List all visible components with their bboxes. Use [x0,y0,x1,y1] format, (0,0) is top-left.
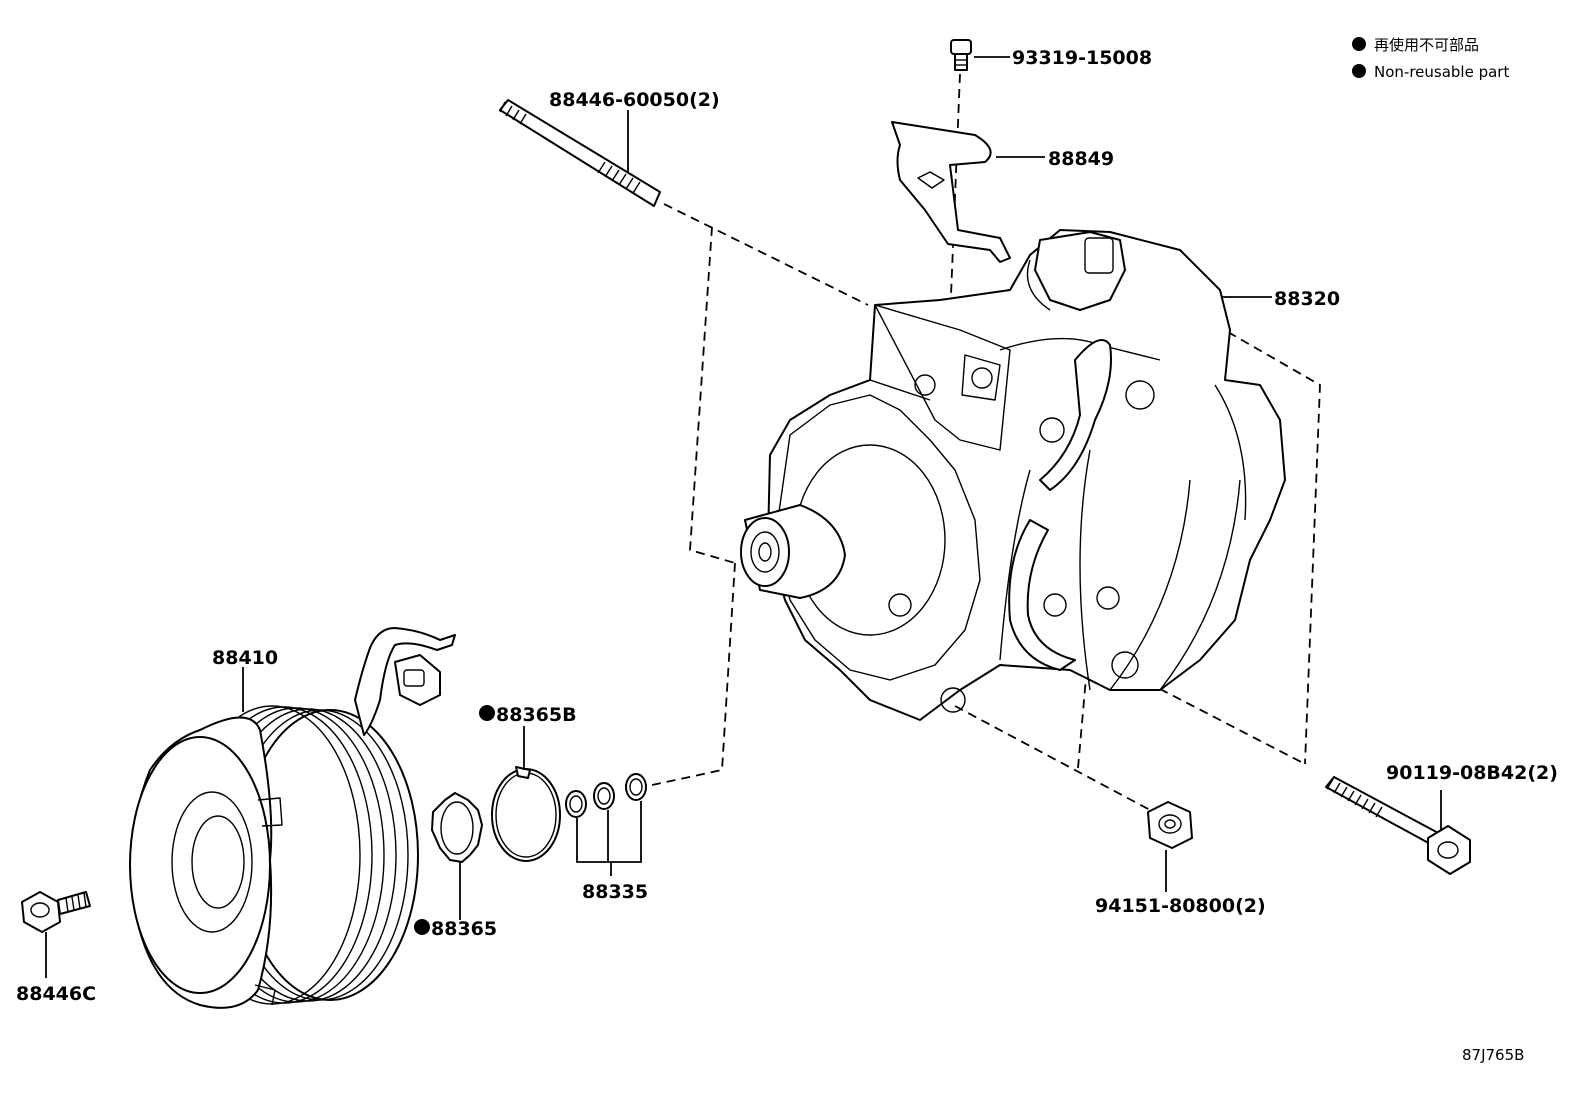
clutch-pulley-88410: 88410 [129,627,456,1009]
legend: 再使用不可部品 Non-reusable part [1352,36,1509,81]
non-reusable-marker-icon [1352,64,1366,78]
snap-ring-88365: 88365 [414,792,497,940]
stud-88446-60050: 88446-60050(2) [499,89,720,207]
label-88446-60050: 88446-60050(2) [549,89,720,111]
label-88365: 88365 [431,918,497,940]
label-88849: 88849 [1048,148,1114,170]
label-94151: 94151-80800(2) [1095,895,1266,917]
shims-88335: 88335 [565,773,648,903]
label-90119: 90119-08B42(2) [1386,762,1558,784]
snap-ring-88365B: 88365B [479,704,577,862]
label-88320: 88320 [1274,288,1340,310]
legend-english: Non-reusable part [1374,63,1509,81]
non-reusable-marker-icon [1352,37,1366,51]
bolt-90119: 90119-08B42(2) [1325,762,1558,875]
non-reusable-marker-icon [479,705,495,721]
label-88335: 88335 [582,881,648,903]
bolt-93319: 93319-15008 [950,39,1152,71]
bolt-88446C: 88446C [16,891,96,1005]
non-reusable-marker-icon [414,919,430,935]
label-88446C: 88446C [16,983,96,1005]
label-88410: 88410 [212,647,278,669]
bracket-88849: 88849 [891,121,1114,263]
nut-94151: 94151-80800(2) [1095,801,1266,917]
diagram-reference-code: 87J765B [1462,1046,1524,1064]
label-88365B: 88365B [496,704,577,726]
legend-japanese: 再使用不可部品 [1374,36,1479,54]
label-93319: 93319-15008 [1012,47,1152,69]
compressor-88320: 88320 [740,229,1340,721]
